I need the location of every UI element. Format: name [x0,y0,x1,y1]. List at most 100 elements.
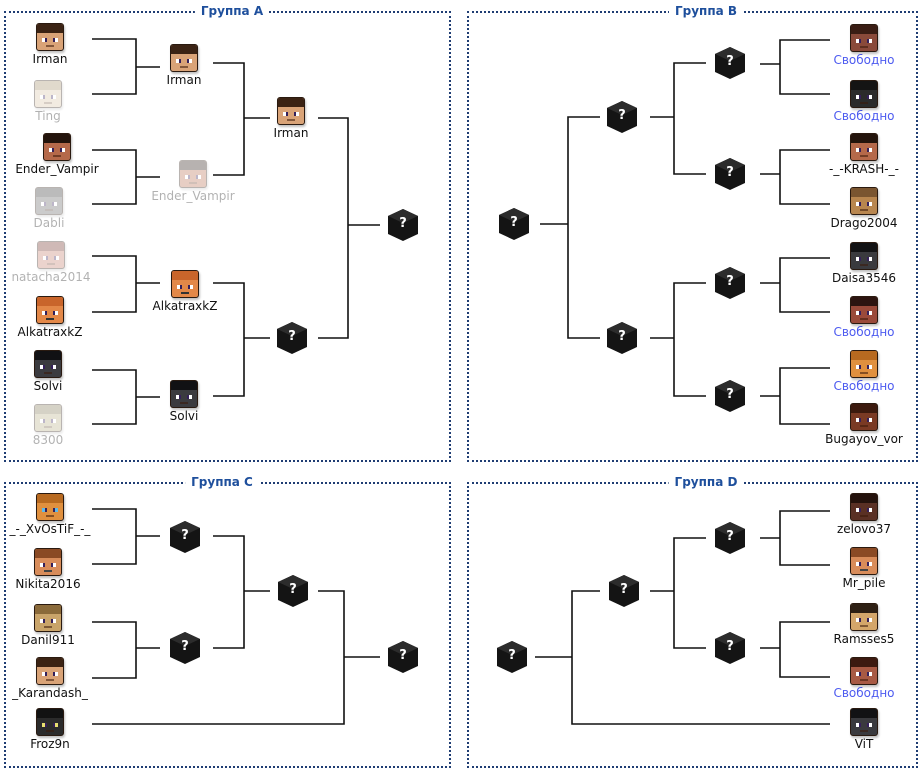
unknown-cube-icon [170,521,200,553]
player-name: Froz9n [30,737,70,751]
player-avatar [850,708,878,736]
player-name: Nikita2016 [15,577,81,591]
player-avatar [179,160,207,188]
player-name: Irman [273,126,309,140]
unknown-slot: ? [387,640,419,674]
player-slot: Ramsses5 [809,603,919,646]
player-avatar [35,187,63,215]
player-avatar [850,187,878,215]
player-avatar [850,296,878,324]
unknown-cube-icon [278,575,308,607]
player-name: AlkatraxkZ [17,325,83,339]
player-slot: Bugayov_vor [809,403,919,446]
player-name: ViT [854,737,874,751]
player-slot: Danil911 [0,604,103,647]
player-avatar [36,23,64,51]
player-name: Свободно [833,325,895,339]
player-slot: zelovo37 [809,493,919,536]
player-slot: -_-KRASH-_- [809,133,919,176]
player-slot: _-_XvOsTiF_-_ [0,493,105,536]
player-avatar [850,80,878,108]
player-avatar [850,657,878,685]
player-avatar [170,380,198,408]
player-avatar [850,24,878,52]
player-name: -_-KRASH-_- [829,162,899,176]
unknown-slot: ? [606,100,638,134]
player-slot: Drago2004 [809,187,919,230]
player-name: natacha2014 [11,270,91,284]
player-avatar [850,403,878,431]
player-slot: Ender_Vampir [138,160,248,203]
player-name: Dabli [33,216,65,230]
group-b-panel: Группа B [467,3,918,462]
unknown-cube-icon [388,641,418,673]
player-name: 8300 [32,433,64,447]
player-avatar [171,270,199,298]
unknown-cube-icon [388,209,418,241]
player-slot: Irman [236,97,346,140]
unknown-slot: ? [498,207,530,241]
player-slot: _Karandash_ [0,657,105,700]
player-slot: Mr_pile [809,547,919,590]
unknown-slot: ? [714,521,746,555]
group-a-title: Группа A [194,3,270,19]
player-slot: Свободно [809,296,919,339]
player-slot: Свободно [809,350,919,393]
player-slot: AlkatraxkZ [130,270,240,313]
player-avatar [36,296,64,324]
unknown-slot: ? [276,321,308,355]
player-name: Irman [32,52,68,66]
unknown-cube-icon [609,575,639,607]
unknown-cube-icon [277,322,307,354]
player-avatar [850,350,878,378]
player-avatar [34,80,62,108]
player-slot: Ender_Vampir [2,133,112,176]
player-slot: Froz9n [0,708,105,751]
group-c-title: Группа C [185,474,259,490]
player-avatar [36,708,64,736]
unknown-slot: ? [387,208,419,242]
player-avatar [36,493,64,521]
player-slot: Nikita2016 [0,548,103,591]
unknown-cube-icon [715,632,745,664]
player-avatar [34,404,62,432]
unknown-cube-icon [499,208,529,240]
player-name: Свободно [833,53,895,67]
unknown-slot: ? [714,46,746,80]
player-avatar [170,44,198,72]
player-avatar [850,547,878,575]
player-slot: Ting [0,80,103,123]
player-name: AlkatraxkZ [152,299,218,313]
unknown-slot: ? [714,266,746,300]
group-b-title: Группа B [668,3,744,19]
player-name: _-_XvOsTiF_-_ [9,522,91,536]
player-slot: Свободно [809,80,919,123]
player-slot: ViT [809,708,919,751]
player-avatar [34,604,62,632]
player-avatar [34,350,62,378]
player-avatar [36,657,64,685]
player-avatar [850,133,878,161]
player-slot: 8300 [0,404,103,447]
unknown-cube-icon [497,641,527,673]
player-slot: Свободно [809,657,919,700]
unknown-slot: ? [714,379,746,413]
player-name: Irman [166,73,202,87]
player-name: Drago2004 [830,216,898,230]
player-name: Ting [35,109,61,123]
player-name: Solvi [169,409,199,423]
player-slot: Daisa3546 [809,242,919,285]
player-name: Danil911 [21,633,75,647]
unknown-slot: ? [608,574,640,608]
player-slot: Dabli [0,187,104,230]
player-name: Ender_Vampir [15,162,99,176]
player-avatar [43,133,71,161]
player-slot: Irman [129,44,239,87]
player-slot: natacha2014 [0,241,106,284]
player-avatar [34,548,62,576]
unknown-slot: ? [714,157,746,191]
player-name: Свободно [833,686,895,700]
unknown-slot: ? [606,321,638,355]
player-name: Mr_pile [842,576,886,590]
unknown-cube-icon [715,522,745,554]
